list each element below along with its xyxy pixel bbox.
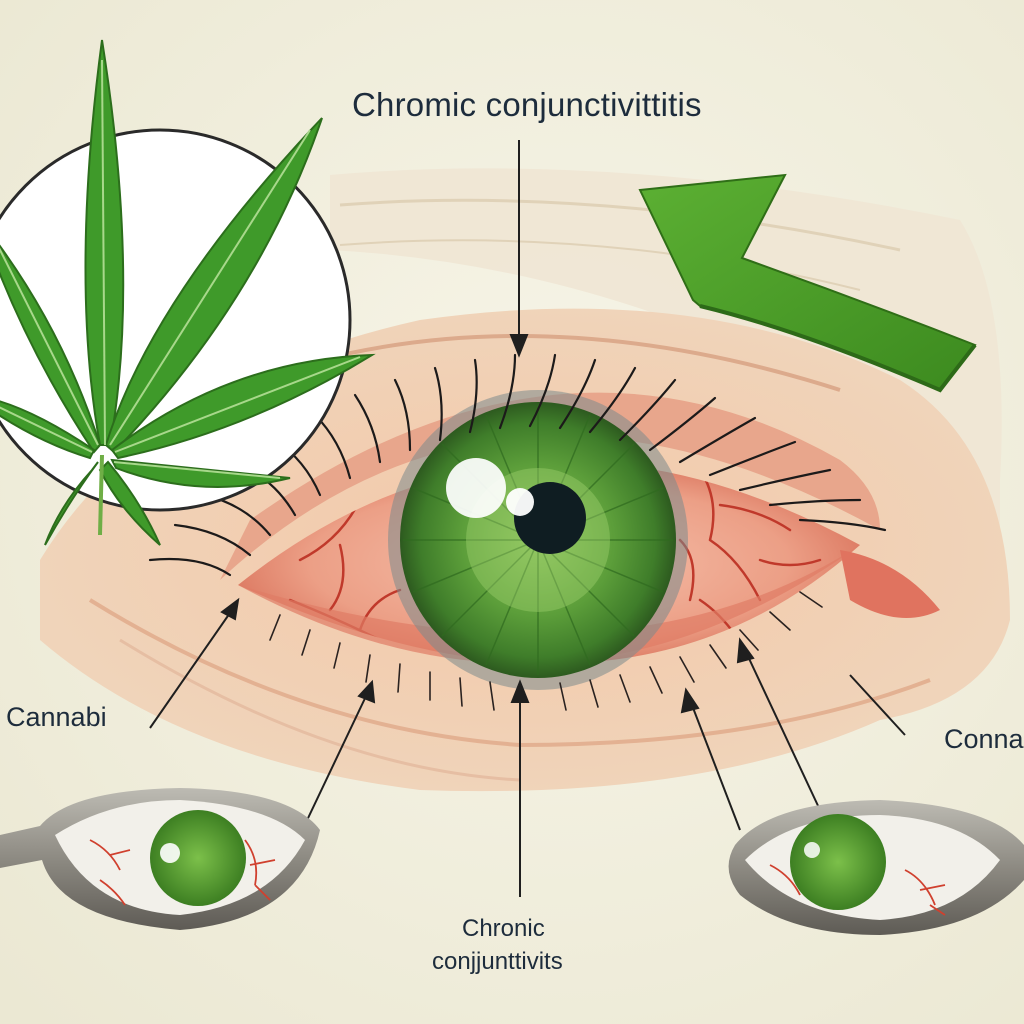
callout-arrows bbox=[149, 140, 906, 897]
title-label: Chromic conjunctivittitis bbox=[352, 86, 702, 123]
bottom-label-line2: conjjunttivits bbox=[432, 948, 563, 975]
eye-highlight bbox=[446, 458, 506, 518]
cannabis-leaf-icon bbox=[0, 39, 376, 546]
curved-green-arrow-icon bbox=[638, 173, 977, 393]
bottom-label-line1: Chronic bbox=[462, 915, 545, 942]
iris bbox=[388, 390, 688, 690]
magnified-eye-right bbox=[728, 800, 1024, 935]
upper-eyelashes bbox=[148, 353, 887, 577]
bottom-callout-label: Chronic conjjunttivits bbox=[432, 912, 563, 978]
upper-eyelid bbox=[220, 392, 880, 580]
lower-eyelashes bbox=[269, 591, 823, 711]
right-callout-label: Connab bbox=[944, 724, 1024, 754]
left-callout-label: Cannabi bbox=[6, 702, 107, 732]
magnified-eye-left bbox=[0, 788, 320, 930]
